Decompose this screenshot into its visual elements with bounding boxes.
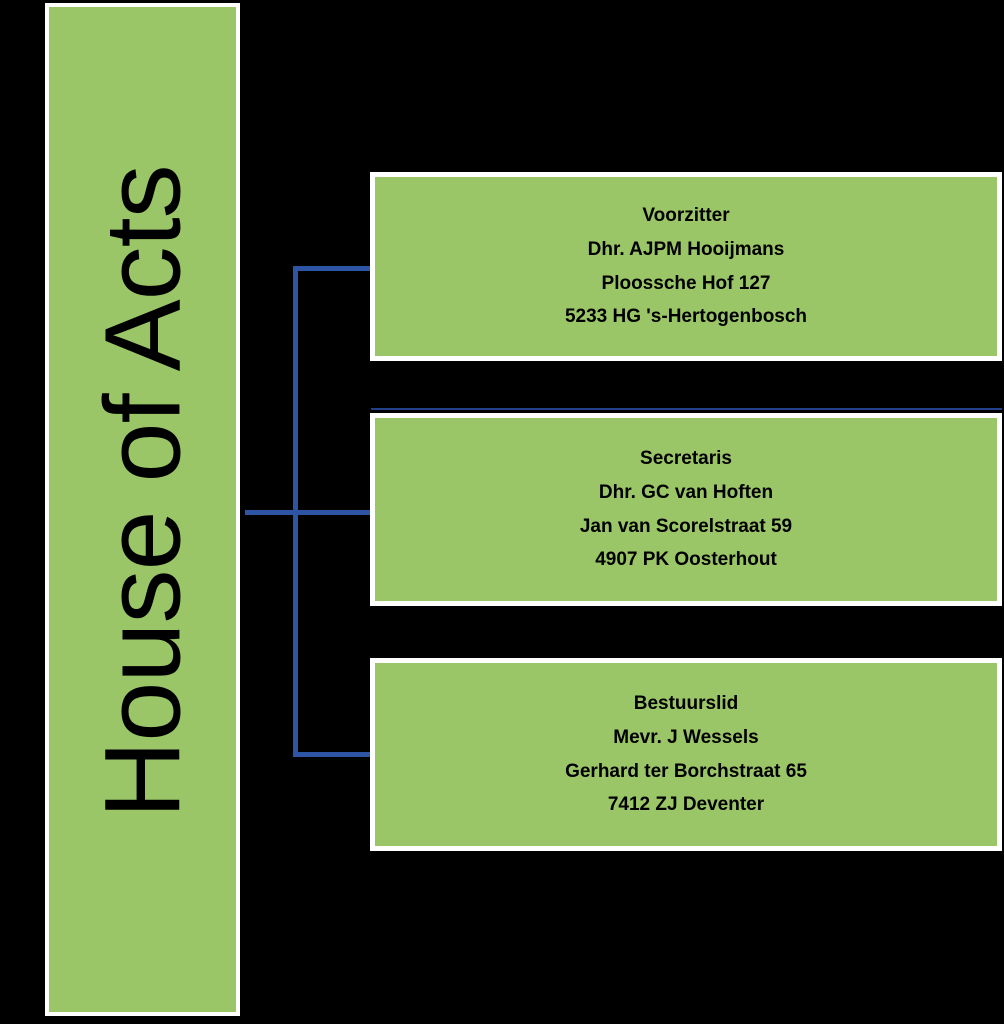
role-person-name: Dhr. AJPM Hooijmans xyxy=(587,238,785,260)
role-city-address: 4907 PK Oosterhout xyxy=(595,549,777,571)
role-city-address: 5233 HG 's-Hertogenbosch xyxy=(564,306,808,328)
role-person-name: Mevr. J Wessels xyxy=(613,726,759,748)
role-title: Secretaris xyxy=(640,447,732,469)
connector-branch-voorzitter xyxy=(293,266,371,271)
organization-banner: House of Acts xyxy=(45,3,240,1016)
banner-text-wrapper: House of Acts xyxy=(49,7,236,1012)
role-city-address: 7412 ZJ Deventer xyxy=(607,794,765,816)
role-card-voorzitter: Voorzitter Dhr. AJPM Hooijmans Ploossche… xyxy=(370,172,1002,361)
connector-hairline-divider xyxy=(371,408,1002,410)
role-card-secretaris: Secretaris Dhr. GC van Hoften Jan van Sc… xyxy=(370,413,1002,606)
role-street-address: Gerhard ter Borchstraat 65 xyxy=(565,760,807,782)
role-card-bestuurslid: Bestuurslid Mevr. J Wessels Gerhard ter … xyxy=(370,658,1002,851)
organization-title: House of Acts xyxy=(81,164,203,819)
role-street-address: Ploossche Hof 127 xyxy=(601,272,771,294)
role-title: Bestuurslid xyxy=(633,692,739,714)
role-person-name: Dhr. GC van Hoften xyxy=(598,481,774,503)
connector-branch-secretaris xyxy=(245,510,371,515)
connector-branch-bestuurslid xyxy=(293,752,371,757)
role-street-address: Jan van Scorelstraat 59 xyxy=(579,515,793,537)
role-title: Voorzitter xyxy=(642,204,730,226)
